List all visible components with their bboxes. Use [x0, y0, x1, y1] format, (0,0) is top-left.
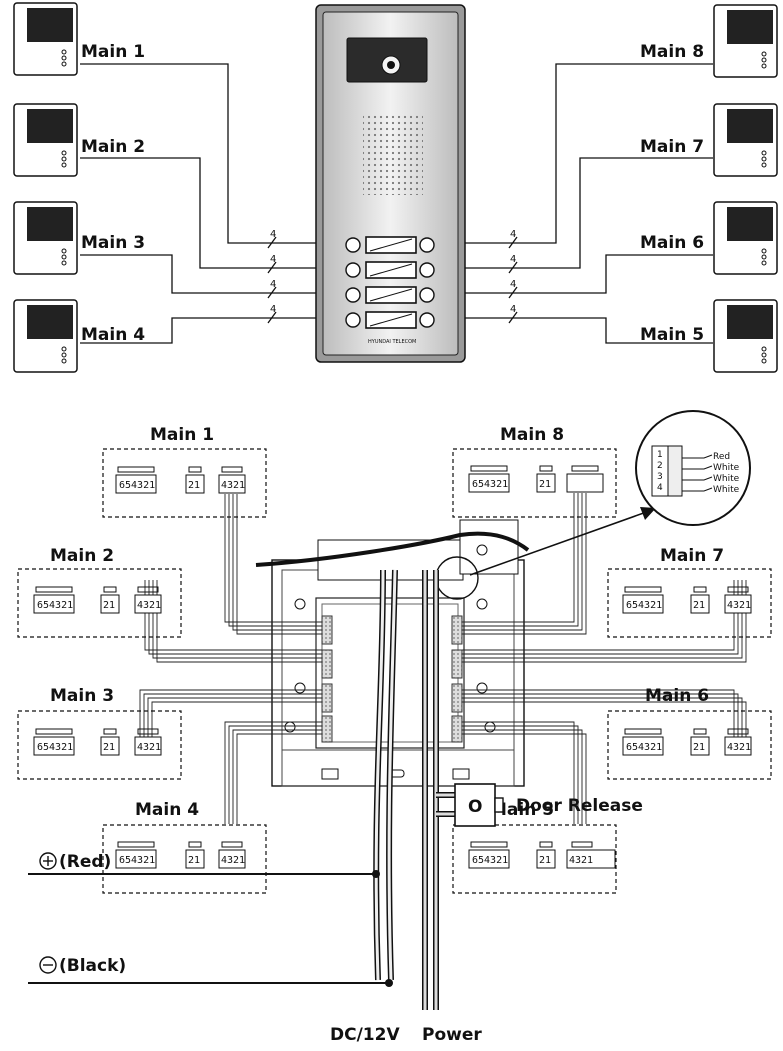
svg-text:654321: 654321 — [472, 855, 508, 866]
svg-text:21: 21 — [539, 855, 551, 866]
terminal-label-main-1: Main 1 — [150, 425, 214, 445]
terminal-label-main-2: Main 2 — [50, 546, 114, 566]
bottom-wiring — [139, 493, 747, 824]
dc-label: DC/12V — [330, 1025, 400, 1045]
monitor-main-7: Main 7 — [640, 103, 778, 177]
label-main-2: Main 2 — [81, 137, 145, 157]
svg-text:White: White — [713, 463, 740, 473]
panel-logo: HYUNDAI TELECOM — [368, 339, 416, 345]
svg-text:654321: 654321 — [472, 479, 508, 490]
power-labels: (Red) (Black) DC/12V Power — [39, 852, 482, 1045]
label-main-5: Main 5 — [640, 325, 704, 345]
svg-text:654321: 654321 — [626, 600, 662, 611]
svg-text:654321: 654321 — [37, 742, 73, 753]
label-main-4: Main 4 — [81, 325, 145, 345]
svg-text:654321: 654321 — [626, 742, 662, 753]
wire-count-3: 4 — [270, 279, 276, 290]
terminal-label-main-5: Main 5 — [490, 800, 554, 820]
label-main-3: Main 3 — [81, 233, 145, 253]
svg-text:654321: 654321 — [119, 855, 155, 866]
terminal-label-main-4: Main 4 — [135, 800, 199, 820]
monitor-main-5: Main 5 — [640, 299, 778, 373]
terminal-label-main-6: Main 6 — [645, 686, 709, 706]
svg-text:21: 21 — [103, 600, 115, 611]
label-main-1: Main 1 — [81, 42, 145, 62]
label-main-7: Main 7 — [640, 137, 704, 157]
plus-icon — [39, 852, 57, 870]
svg-text:4321: 4321 — [727, 742, 751, 753]
monitor-main-1: Main 1 — [13, 2, 145, 76]
door-release-symbol: O — [468, 797, 482, 817]
monitor-main-2: Main 2 — [13, 103, 145, 177]
monitor-main-3: Main 3 — [13, 201, 145, 275]
monitor-main-8: Main 8 — [640, 4, 778, 78]
minus-icon — [39, 956, 57, 974]
svg-text:4321: 4321 — [221, 855, 245, 866]
terminal-main-7: Main 7 654321 21 4321 — [607, 546, 772, 638]
door-release: O Door Release — [454, 783, 643, 827]
svg-text:4321: 4321 — [137, 742, 161, 753]
wire-count-2: 4 — [270, 254, 276, 265]
connector-detail: 1 2 3 4 Red White White White — [435, 410, 751, 600]
svg-text:21: 21 — [103, 742, 115, 753]
terminal-main-3: Main 3 654321 21 4321 — [17, 686, 182, 780]
minus-label: (Black) — [59, 956, 126, 976]
wire-count-6: 4 — [510, 279, 516, 290]
label-main-8: Main 8 — [640, 42, 704, 62]
svg-text:3: 3 — [657, 472, 663, 482]
terminal-main-6: Main 6 654321 21 4321 — [607, 686, 772, 780]
svg-text:2: 2 — [657, 461, 663, 471]
label-main-6: Main 6 — [640, 233, 704, 253]
monitor-main-4: Main 4 — [13, 299, 145, 373]
svg-text:4: 4 — [657, 483, 663, 493]
back-box — [255, 519, 530, 787]
svg-text:21: 21 — [188, 855, 200, 866]
terminal-main-1: Main 1 654321 21 4321 — [102, 425, 267, 518]
terminal-label-main-8: Main 8 — [500, 425, 564, 445]
svg-text:654321: 654321 — [37, 600, 73, 611]
svg-text:654321: 654321 — [119, 480, 155, 491]
wire-count-8: 4 — [510, 229, 516, 240]
power-cables — [28, 569, 455, 1010]
monitor-main-6: Main 6 — [640, 201, 778, 275]
door-release-label: Door Release — [516, 796, 643, 816]
svg-text:White: White — [713, 485, 740, 495]
outdoor-panel: HYUNDAI TELECOM — [315, 4, 466, 363]
svg-text:4321: 4321 — [221, 480, 245, 491]
terminal-label-main-7: Main 7 — [660, 546, 724, 566]
terminal-main-5: Main 5 654321 21 4321 — [452, 800, 617, 894]
svg-text:4321: 4321 — [569, 855, 593, 866]
svg-text:1: 1 — [657, 450, 663, 460]
svg-text:21: 21 — [188, 480, 200, 491]
terminal-main-4: Main 4 654321 21 4321 — [102, 800, 267, 894]
wire-count-1: 4 — [270, 229, 276, 240]
svg-text:White: White — [713, 474, 740, 484]
power-label: Power — [422, 1025, 482, 1045]
plus-label: (Red) — [59, 852, 111, 872]
call-buttons — [345, 236, 435, 329]
terminal-main-8: Main 8 654321 21 — [452, 425, 617, 518]
speaker-grille — [363, 113, 423, 195]
svg-text:21: 21 — [693, 600, 705, 611]
wire-count-4: 4 — [270, 304, 276, 315]
svg-text:4321: 4321 — [137, 600, 161, 611]
svg-text:4321: 4321 — [727, 600, 751, 611]
top-wiring: 4 4 4 4 4 4 4 4 — [80, 63, 713, 344]
terminal-main-2: Main 2 654321 21 4321 — [17, 546, 182, 638]
svg-text:21: 21 — [693, 742, 705, 753]
wire-count-7: 4 — [510, 254, 516, 265]
svg-text:Red: Red — [713, 452, 730, 462]
svg-text:21: 21 — [539, 479, 551, 490]
terminal-label-main-3: Main 3 — [50, 686, 114, 706]
wire-count-5: 4 — [510, 304, 516, 315]
